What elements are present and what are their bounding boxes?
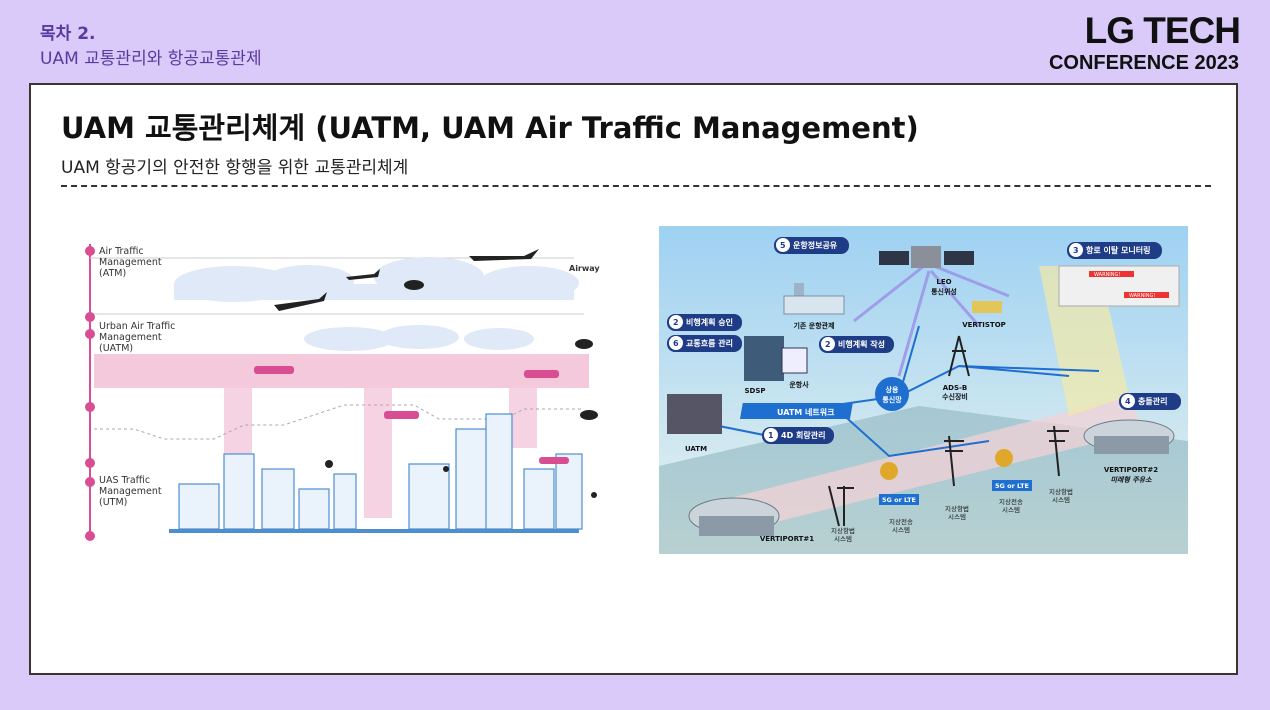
tx2-label-2: 시스템 <box>1002 506 1020 514</box>
corridor-band <box>699 396 1144 536</box>
slide-title: UAM 교통관리체계 (UATM, UAM Air Traffic Manage… <box>61 111 919 145</box>
airspace-layers-figure: Airway <box>85 244 600 536</box>
step1-num: 1 <box>768 431 774 440</box>
lte-label-2: 5G or LTE <box>995 482 1029 490</box>
step3-num: 3 <box>1073 246 1079 255</box>
uatm-label-3: (UATM) <box>99 343 133 354</box>
step2a-pill <box>667 314 742 331</box>
step6-pill <box>667 335 742 352</box>
uatm-layer-dot <box>85 402 95 412</box>
airport-building <box>783 283 845 315</box>
vertiport-1 <box>688 497 780 536</box>
adsb-label-2: 수신장비 <box>942 392 968 401</box>
atm-label-2: Management <box>99 257 162 268</box>
monitoring-panel <box>1058 265 1180 307</box>
step5-pill <box>774 237 849 254</box>
uatm-corridor <box>94 354 589 388</box>
uatm-system-diagram: WARNING! WARNING! 5 운항정보공유 3 항로 이탈 모니터링 … <box>659 226 1188 554</box>
tx2-label-1: 지상전송 <box>999 497 1023 506</box>
step3-pill <box>1067 242 1162 259</box>
sdsp-label: SDSP <box>744 387 765 395</box>
vertiport2-label: VERTIPORT#2 <box>1104 466 1158 474</box>
nav3-label-2: 시스템 <box>1052 496 1070 504</box>
airway-label: Airway <box>569 264 600 273</box>
uam-aircraft-icons <box>254 366 569 464</box>
utm-layer-dot <box>85 458 95 468</box>
tx1-label-2: 시스템 <box>892 526 910 534</box>
utm-label-2: Management <box>99 486 162 497</box>
step4-num: 4 <box>1125 397 1131 406</box>
antenna-icons <box>828 335 1069 527</box>
vertiport1-label: VERTIPORT#1 <box>760 535 814 543</box>
nav2-label-2: 시스템 <box>948 513 966 521</box>
section-subtitle: UAM 교통관리와 항공교통관제 <box>40 49 262 69</box>
leo-satellite-icon <box>879 246 974 268</box>
atm-label-3: (ATM) <box>99 268 126 279</box>
uatm-monitor <box>667 394 722 434</box>
lte-badge-1 <box>879 494 919 505</box>
step2b-num: 2 <box>825 340 831 349</box>
atm-label-1: Air Traffic <box>99 246 144 257</box>
tx1-label-1: 지상전송 <box>889 517 913 526</box>
step2b-pill <box>819 336 894 353</box>
vertiport2-sub: 미래형 주유소 <box>1110 476 1152 484</box>
step6-num: 6 <box>673 339 679 348</box>
warning-label-1: WARNING! <box>1094 272 1120 278</box>
section-label: 목차 2. <box>40 24 96 44</box>
leo-label-1: LEO <box>936 278 951 286</box>
step2a-label: 비행계획 승인 <box>686 317 733 327</box>
vertiport-2 <box>1083 419 1175 454</box>
sdsp-building <box>744 336 784 381</box>
nav3-label-1: 지상항법 <box>1049 487 1073 496</box>
atm-layer-dot <box>85 329 95 339</box>
conference-logo-subtitle: CONFERENCE 2023 <box>1048 52 1239 74</box>
utm-label-1: UAS Traffic <box>99 475 150 486</box>
aircraft-icons <box>274 249 598 498</box>
utm-label-3: (UTM) <box>99 497 127 508</box>
conference-logo-title: LG TECH <box>1084 10 1241 51</box>
lte-badge-2 <box>992 480 1032 491</box>
warning-label-2: WARNING! <box>1129 293 1155 299</box>
nav1-label-2: 시스템 <box>834 535 852 543</box>
leo-label-2: 통신위성 <box>931 287 957 296</box>
comm-label-2: 통신망 <box>882 395 902 404</box>
slide-subtitle: UAM 항공기의 안전한 항행을 위한 교통관리체계 <box>61 158 409 178</box>
city-skyline <box>178 413 583 530</box>
layer-labels: Air Traffic Management (ATM) Urban Air T… <box>85 246 175 541</box>
commercial-network-badge <box>875 377 909 411</box>
step1-label: 4D 회랑관리 <box>781 430 825 440</box>
comm-label-1: 상용 <box>886 385 899 394</box>
operator-label: 운항사 <box>789 380 809 389</box>
step4-label: 충돌관리 <box>1138 396 1167 406</box>
step4-pill <box>1119 393 1181 410</box>
nav1-label-1: 지상항법 <box>831 526 855 535</box>
step5-num: 5 <box>780 241 786 250</box>
step6-label: 교통흐름 관리 <box>686 338 733 348</box>
step2a-num: 2 <box>673 318 679 327</box>
divider <box>61 185 1211 187</box>
step2b-label: 비행계획 작성 <box>838 339 885 349</box>
uatm-label-1: Urban Air Traffic <box>99 321 175 332</box>
vertistop-pad <box>972 301 1002 313</box>
uatm-network-bar <box>739 403 853 419</box>
lte-label-1: 5G or LTE <box>882 496 916 504</box>
slide-card: UAM 교통관리체계 (UATM, UAM Air Traffic Manage… <box>29 83 1238 675</box>
atc-label: 기존 운항관제 <box>793 321 834 330</box>
uatm-network-label: UATM 네트워크 <box>777 407 835 417</box>
step3-label: 항로 이탈 모니터링 <box>1086 245 1150 255</box>
lte-dish-icons <box>880 449 1013 480</box>
nav2-label-1: 지상항법 <box>945 504 969 513</box>
step1-pill <box>762 427 834 444</box>
step5-label: 운항정보공유 <box>793 240 838 250</box>
cloud-band <box>174 257 579 351</box>
adsb-label-1: ADS-B <box>943 384 968 392</box>
uatm-label-2: Management <box>99 332 162 343</box>
vertistop-label: VERTISTOP <box>962 321 1006 329</box>
uatm-label: UATM <box>685 445 707 453</box>
